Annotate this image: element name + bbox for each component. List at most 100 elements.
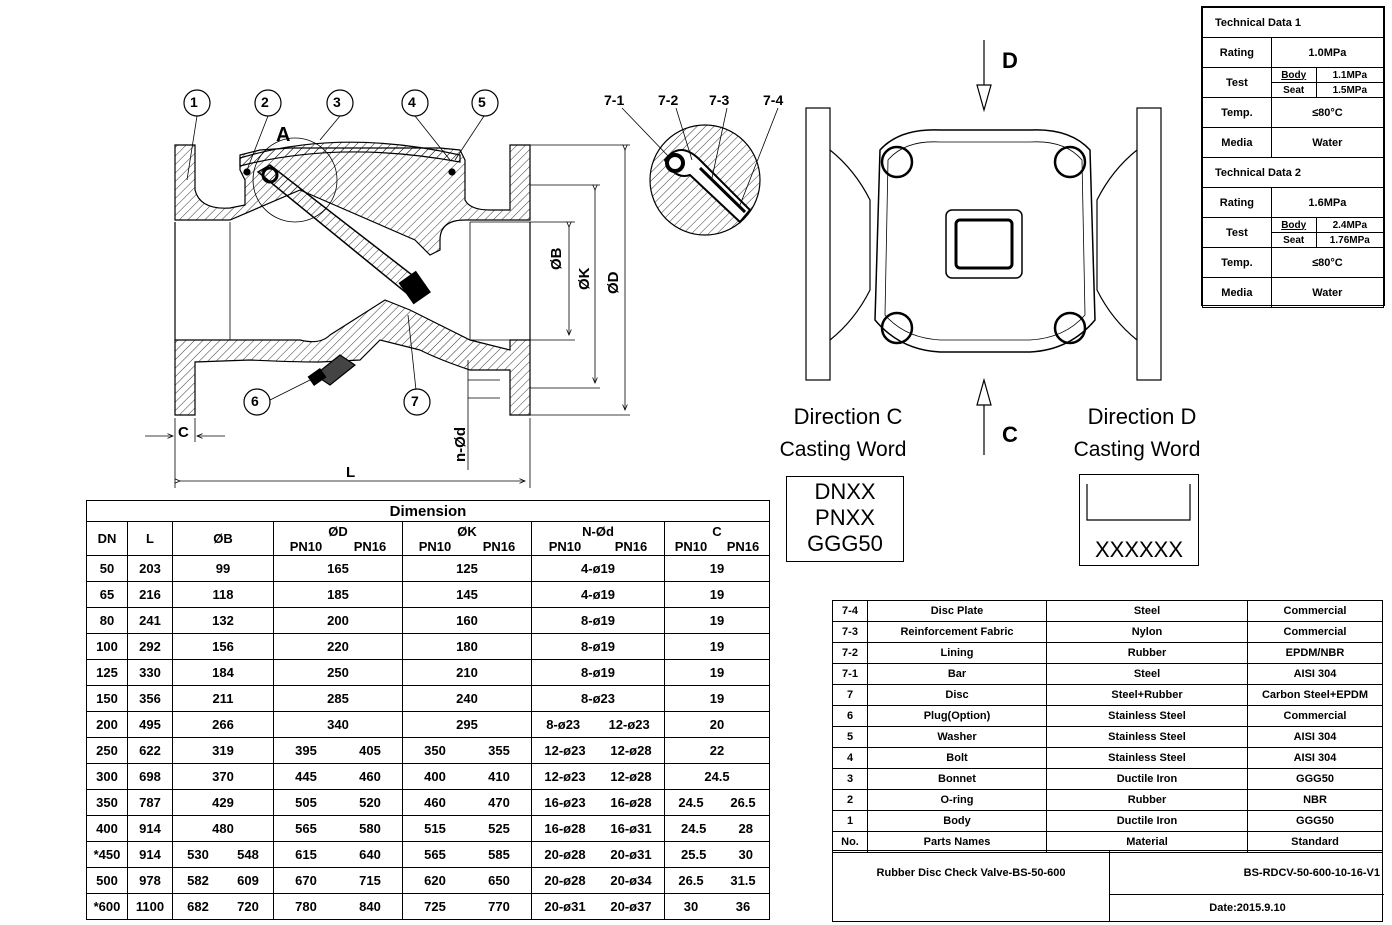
dim-cell-c: 22 (664, 737, 770, 764)
dim-cell-b: 266 (172, 711, 274, 738)
dim-value: 200 (327, 613, 349, 628)
dim-cell-k: 210 (402, 659, 532, 686)
dim-value: 184 (212, 665, 234, 680)
dim-value: 211 (212, 691, 234, 706)
dim-cell-c: 19 (664, 581, 770, 608)
dim-value: 350 (424, 743, 446, 758)
dim-value: 725 (424, 899, 446, 914)
dim-value: 26.5 (730, 795, 756, 810)
dim-cell-l: 622 (127, 737, 173, 764)
dim-cell-dn: 350 (86, 789, 128, 816)
tech2-temp: ≤80°C (1270, 247, 1385, 278)
col-d-pn16: PN16 (353, 538, 387, 554)
dim-value: 548 (237, 847, 259, 862)
dim-value: 525 (488, 821, 510, 836)
parts-cell-no: 6 (832, 705, 868, 727)
dim-value: 682 (187, 899, 209, 914)
dim-value: 12-ø23 (544, 743, 586, 758)
col-b: ØB (172, 521, 274, 556)
dim-cell-c: 19 (664, 659, 770, 686)
dim-cell-dn: 50 (86, 555, 128, 582)
dim-cell-l: 978 (127, 867, 173, 894)
dim-cell-dn: *450 (86, 841, 128, 868)
dim-cell-k: 240 (402, 685, 532, 712)
dim-cell-l: 203 (127, 555, 173, 582)
tech2-rating: 1.6MPa (1270, 187, 1385, 218)
parts-cell-no: 3 (832, 768, 868, 790)
direction-d-subtitle: Casting Word (1073, 438, 1201, 461)
dim-cell-nd: 8-ø19 (531, 633, 665, 660)
dim-cell-b: 211 (172, 685, 274, 712)
dim-value: 185 (327, 587, 349, 602)
col-c-pn10: PN10 (674, 538, 708, 554)
parts-cell-standard: Standard (1247, 831, 1383, 853)
dim-value: 19 (709, 561, 725, 576)
dim-value: 530 (187, 847, 209, 862)
drawing-date: Date:2015.9.10 (1109, 895, 1385, 921)
parts-cell-name: Bonnet (867, 768, 1047, 790)
parts-cell-name: Plug(Option) (867, 705, 1047, 727)
dim-value: 840 (359, 899, 381, 914)
tech1-rating-label: Rating (1202, 37, 1272, 68)
dim-cell-d: 285 (273, 685, 403, 712)
parts-cell-material: Ductile Iron (1046, 810, 1248, 832)
dim-value: 145 (456, 587, 478, 602)
dim-value: 19 (709, 665, 725, 680)
dim-cell-nd: 4-ø19 (531, 555, 665, 582)
dim-cell-nd: 8-ø19 (531, 659, 665, 686)
dim-value: 585 (488, 847, 510, 862)
dim-cell-b: 530 548 (172, 841, 274, 868)
dim-cell-dn: *600 (86, 893, 128, 920)
balloon-6: 6 (251, 393, 259, 409)
dimension-title: Dimension (86, 500, 770, 522)
col-c-label: C (712, 523, 722, 539)
dim-cell-c: 19 (664, 555, 770, 582)
dim-value: 180 (456, 639, 478, 654)
dim-value: 19 (709, 613, 725, 628)
dim-cell-b: 480 (172, 815, 274, 842)
dim-cell-dn: 250 (86, 737, 128, 764)
dim-value: 25.5 (681, 847, 707, 862)
detail-label-7-1: 7-1 (604, 92, 625, 108)
dim-cell-dn: 125 (86, 659, 128, 686)
dim-cell-b: 132 (172, 607, 274, 634)
dim-cell-l: 787 (127, 789, 173, 816)
dim-value: 445 (295, 769, 317, 784)
parts-cell-standard: GGG50 (1247, 768, 1383, 790)
dim-cell-dn: 65 (86, 581, 128, 608)
dim-value: 640 (359, 847, 381, 862)
casting-c-line-2: PNXX (815, 505, 875, 530)
dim-cell-dn: 150 (86, 685, 128, 712)
parts-cell-no: 2 (832, 789, 868, 811)
dim-b-label: ØB (548, 247, 565, 271)
dim-value: 405 (359, 743, 381, 758)
tech2-temp-label: Temp. (1202, 247, 1272, 278)
dim-value: 16-ø31 (610, 821, 652, 836)
dim-cell-b: 429 (172, 789, 274, 816)
dim-cell-d: 780 840 (273, 893, 403, 920)
dim-value: 125 (456, 561, 478, 576)
dim-value: 16-ø28 (544, 821, 586, 836)
parts-cell-standard: EPDM/NBR (1247, 642, 1383, 664)
dim-value: 780 (295, 899, 317, 914)
balloon-3: 3 (333, 94, 341, 110)
tech1-temp: ≤80°C (1270, 97, 1385, 128)
dim-cell-dn: 300 (86, 763, 128, 790)
parts-cell-standard: GGG50 (1247, 810, 1383, 832)
